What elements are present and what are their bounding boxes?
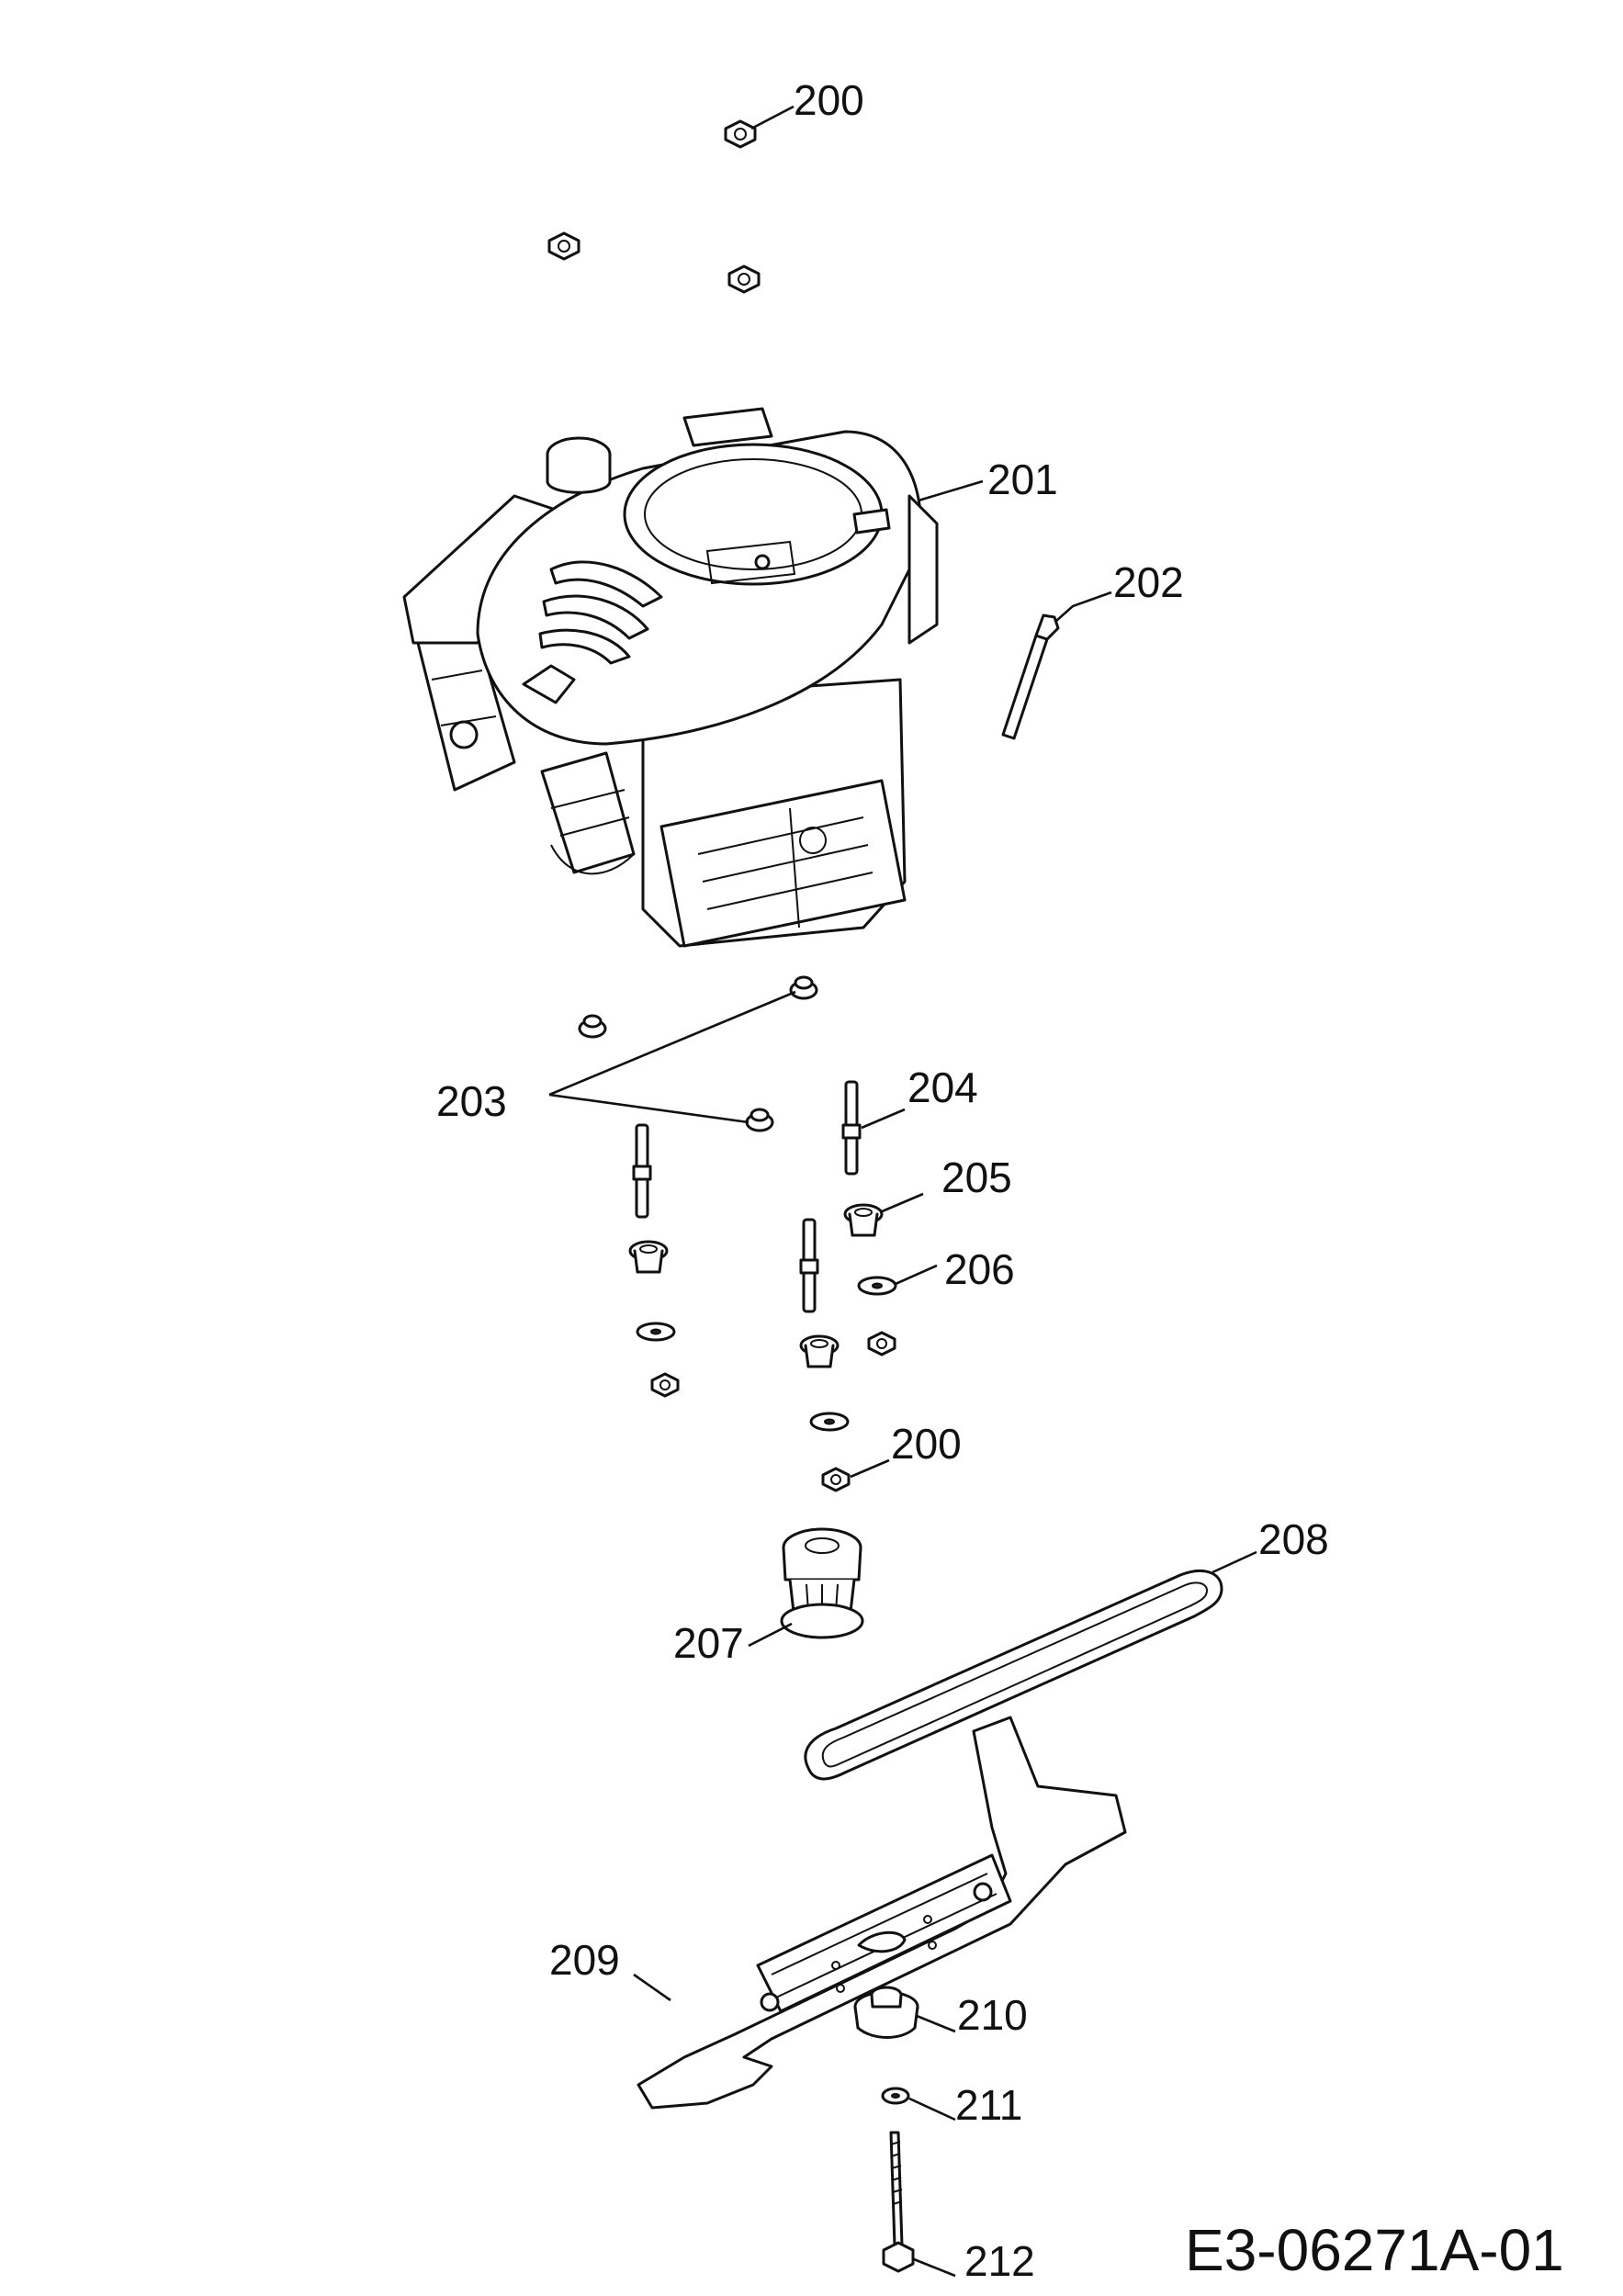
washer-203-left [578,1014,607,1039]
adapter-210 [853,1986,919,2039]
spacer-center [799,1334,840,1368]
label-200-mid: 200 [891,1420,962,1468]
washer-center [809,1412,850,1432]
label-205: 205 [941,1154,1012,1201]
engine-201 [402,407,939,948]
stud-left [632,1123,652,1219]
drawing-code: E3-06271A-01 [1185,2217,1564,2283]
nut-200-top [724,119,757,149]
blade-209 [637,1716,1127,2110]
nut-right [727,264,761,294]
label-203: 203 [436,1077,507,1125]
washer-203-right [789,975,818,1000]
nut-mid-left [650,1372,680,1398]
label-207: 207 [673,1619,744,1667]
label-212: 212 [964,2237,1035,2285]
label-209: 209 [549,1936,620,1984]
spacer-205-right [843,1203,884,1237]
label-210: 210 [957,1991,1028,2039]
spacer-left [628,1240,669,1274]
label-200-top: 200 [794,76,864,124]
washer-203-center [745,1108,774,1132]
dipstick-202 [1001,613,1060,740]
label-201: 201 [987,456,1058,503]
belt-208 [804,1569,1223,1781]
pulley-207 [780,1527,864,1639]
label-208: 208 [1258,1515,1329,1563]
washer-211 [881,2087,910,2105]
nut-200-mid [821,1467,851,1492]
label-211: 211 [955,2081,1022,2129]
washer-206-right [857,1276,897,1296]
leader-lines [548,105,1257,2278]
bolt-212 [882,2131,915,2273]
stud-center [799,1218,819,1313]
label-204: 204 [907,1064,978,1111]
label-202: 202 [1113,558,1184,606]
washer-left [636,1322,676,1342]
nut-mid-right [867,1331,896,1356]
nut-left [547,231,580,261]
label-206: 206 [944,1245,1015,1293]
stud-204-right [841,1080,862,1176]
